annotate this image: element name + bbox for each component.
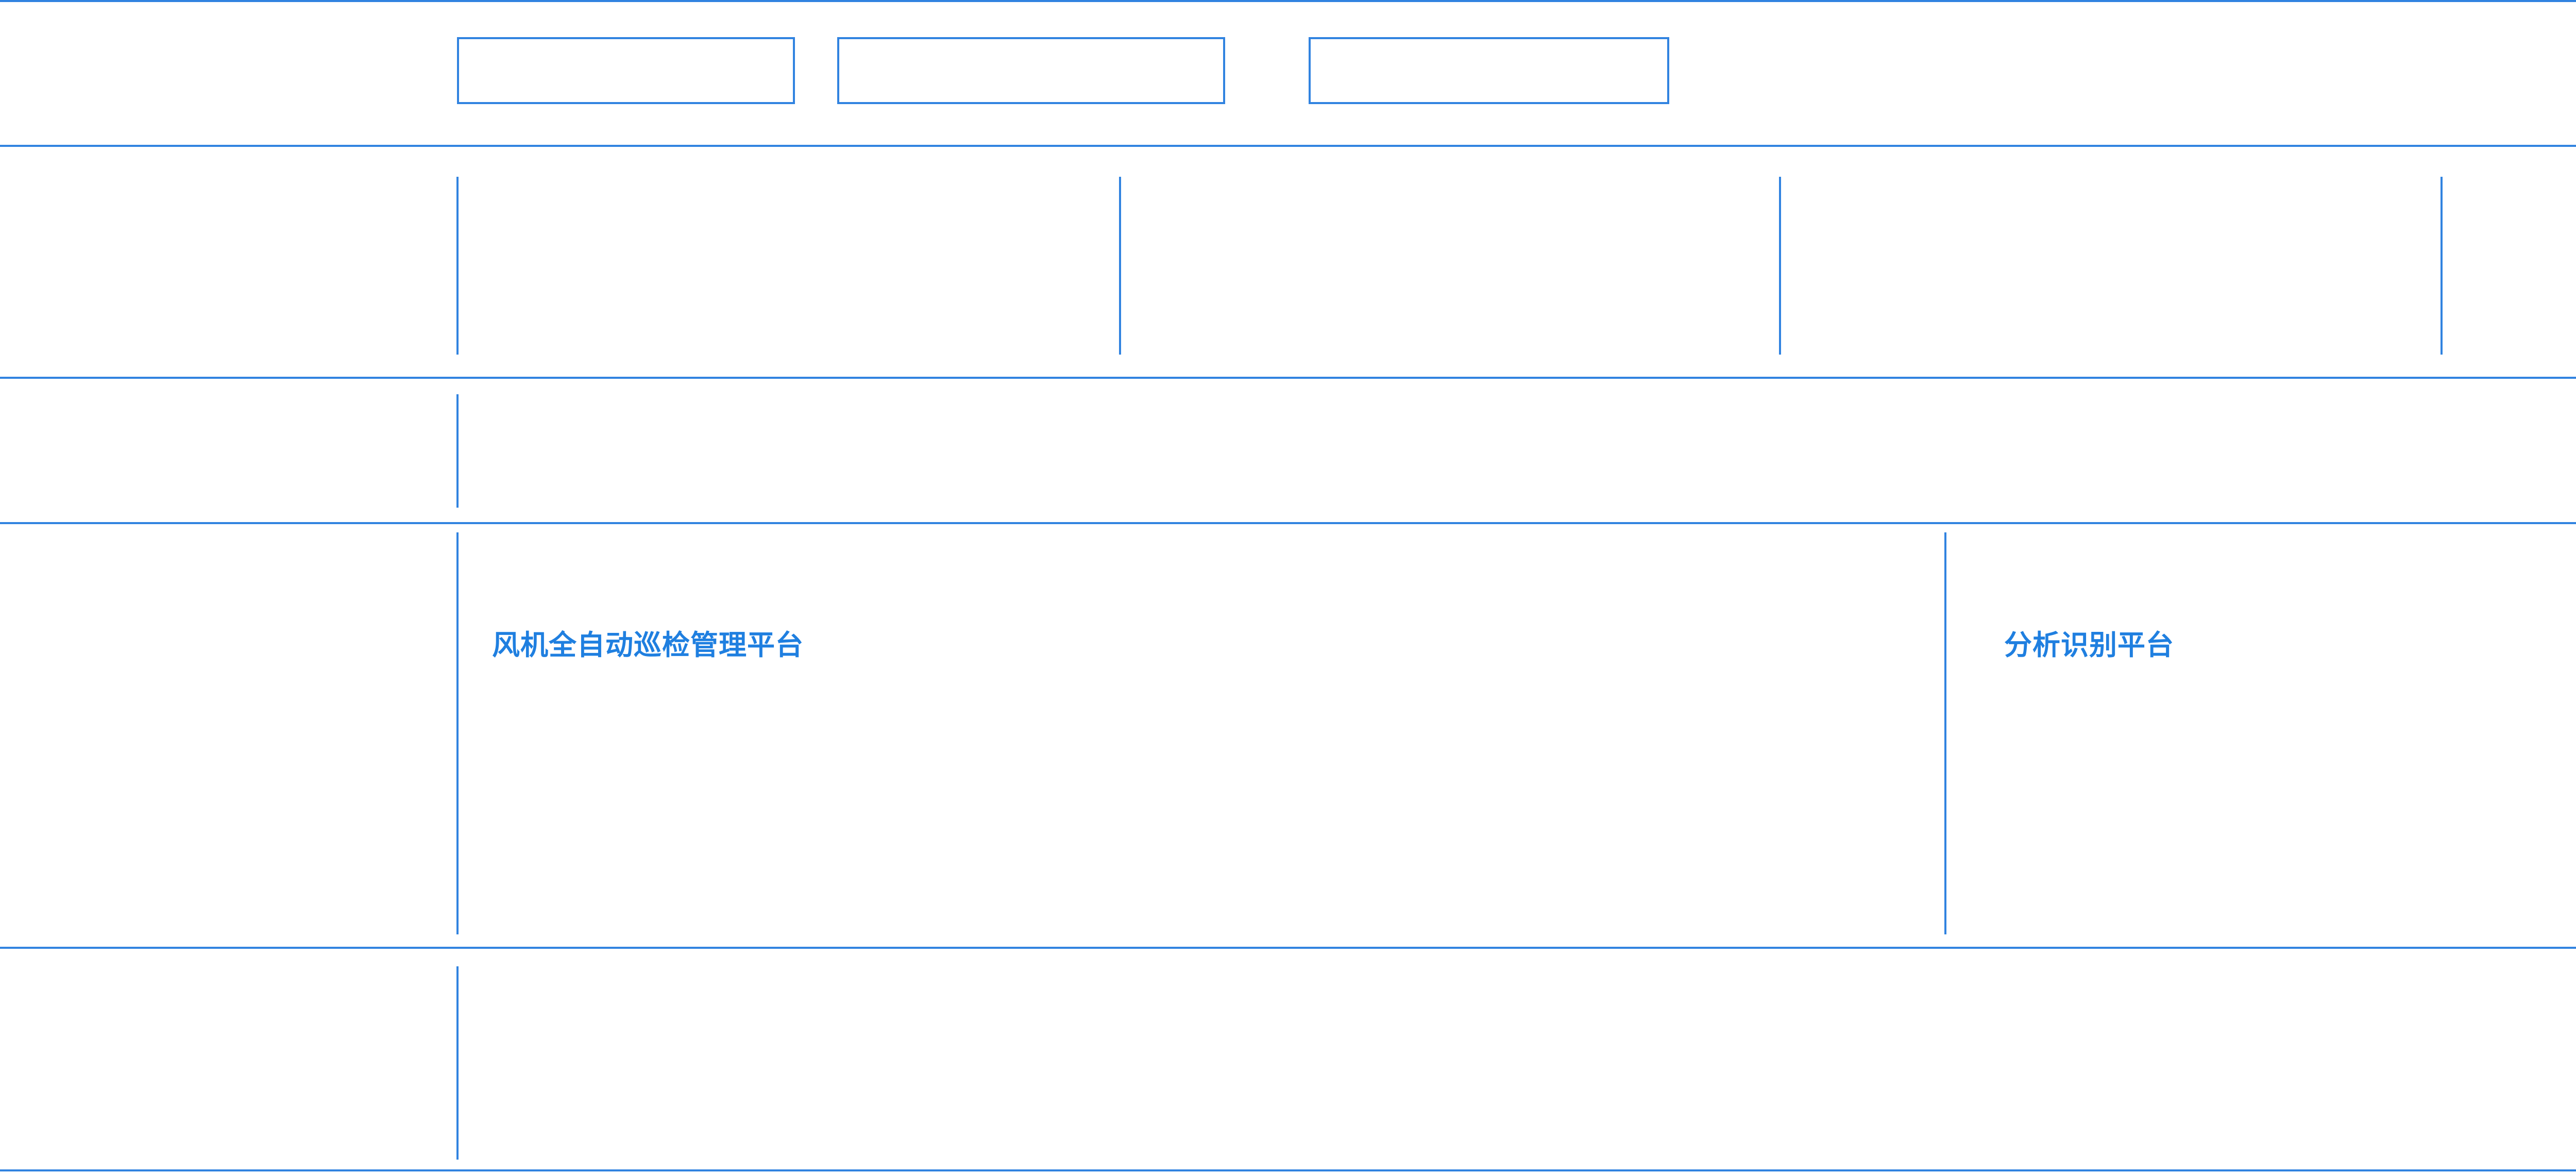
platform-analysis-title: 分析识别平台 (2004, 629, 2174, 661)
band3-cell-inspection-platform[interactable] (459, 532, 1942, 934)
divider-top-edge (0, 0, 2576, 2)
band1-cell-1[interactable] (459, 177, 1117, 355)
band3-column-divider-2 (1944, 532, 1946, 934)
band2-column-divider-1 (456, 394, 459, 508)
band4-column-divider-1 (456, 966, 459, 1160)
header-chip-2[interactable] (837, 37, 1225, 104)
band3-column-divider-1 (456, 532, 459, 934)
band4-cell-1[interactable] (459, 966, 2576, 1160)
divider-bottom-edge (0, 1169, 2576, 1171)
divider-header-bottom (0, 145, 2576, 147)
divider-band2-bottom (0, 522, 2576, 524)
band2-cell-1[interactable] (459, 394, 2576, 508)
band3-cell-analysis-platform[interactable] (1946, 532, 2576, 934)
band1-column-divider-2 (1119, 177, 1121, 355)
header-chip-3[interactable] (1309, 37, 1669, 104)
band1-cell-4[interactable] (2443, 177, 2576, 355)
band1-cell-2[interactable] (1121, 177, 1777, 355)
band1-cell-3[interactable] (1781, 177, 2438, 355)
header-chip-1[interactable] (457, 37, 795, 104)
divider-band1-bottom (0, 377, 2576, 379)
platform-inspection-title: 风机全自动巡检管理平台 (492, 629, 804, 661)
band1-column-divider-4 (2441, 177, 2443, 355)
band1-column-divider-3 (1779, 177, 1781, 355)
divider-band3-bottom (0, 947, 2576, 949)
band1-column-divider-1 (456, 177, 459, 355)
